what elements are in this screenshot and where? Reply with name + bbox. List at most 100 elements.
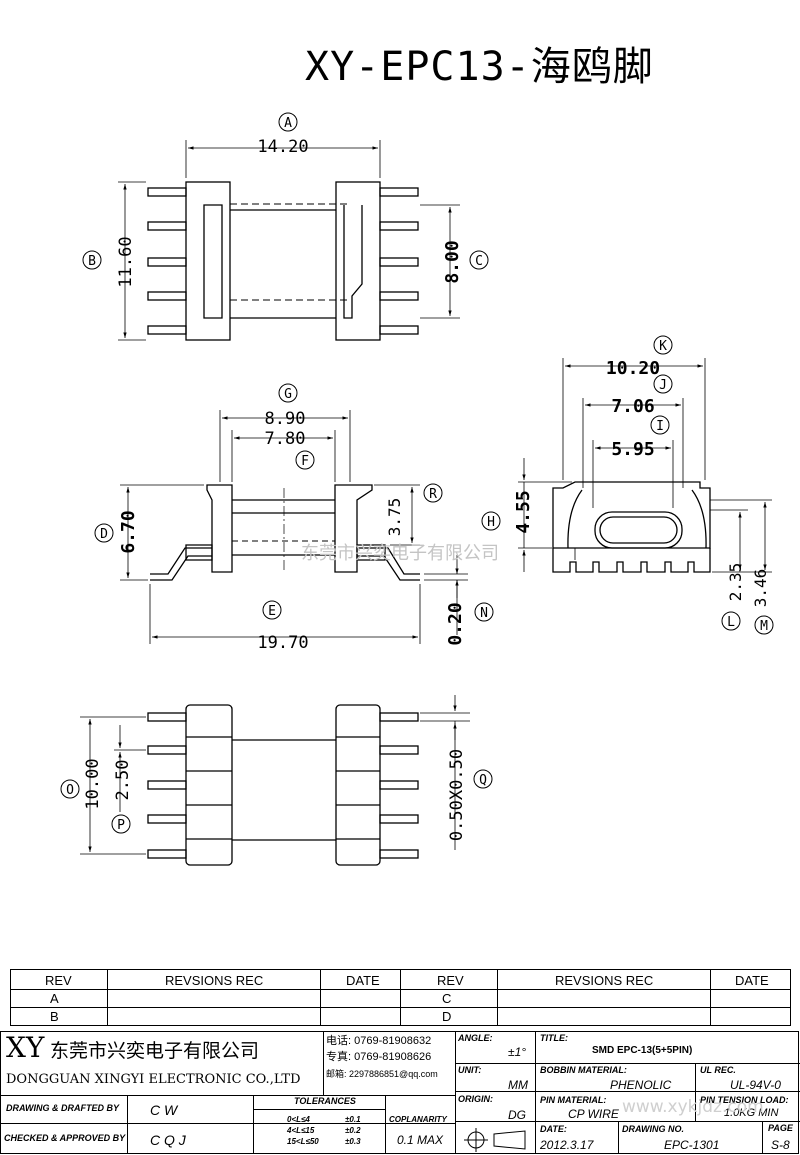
dim-letter: O xyxy=(66,783,74,798)
dim-value: 3.75 xyxy=(385,498,404,537)
angle-label: ANGLE: xyxy=(458,1033,493,1043)
rev-header: REV xyxy=(437,973,464,988)
dim-letter: D xyxy=(100,527,108,542)
dim-letter: H xyxy=(487,515,495,530)
dim-letter: B xyxy=(88,254,96,269)
title-label: TITLE: xyxy=(540,1033,568,1043)
dim-letter: C xyxy=(475,254,483,269)
date-header: DATE xyxy=(735,973,769,988)
rev-header: REV xyxy=(45,973,72,988)
watermark: 东莞市兴奕电子有限公司 xyxy=(301,543,499,564)
unit-label: UNIT: xyxy=(458,1065,482,1075)
ul-rec-label: UL REC. xyxy=(700,1065,736,1075)
dim-value: 19.70 xyxy=(257,633,308,653)
pin xyxy=(379,325,419,335)
dim-value: 10.20 xyxy=(606,358,660,379)
dim-letter: N xyxy=(480,606,488,621)
rev-cell: C xyxy=(442,991,452,1006)
rev-cell: D xyxy=(442,1009,452,1024)
title-value: SMD EPC-13(5+5PIN) xyxy=(592,1045,693,1056)
website-watermark: www.xykjdz.com xyxy=(622,1097,764,1117)
drawing-by-value: C W xyxy=(150,1102,178,1118)
date-header: DATE xyxy=(346,973,380,988)
dim-letter: P xyxy=(117,818,125,833)
coplanarity-value: 0.1 MAX xyxy=(397,1133,444,1147)
drawing-no-value: EPC-1301 xyxy=(664,1138,720,1152)
drawing-by-label: DRAWING & DRAFTED BY xyxy=(6,1103,119,1113)
tolerance-range: 4<L≤15 xyxy=(287,1126,315,1135)
side-view xyxy=(552,481,711,573)
pin xyxy=(379,257,419,267)
dim-value: 0.20 xyxy=(445,602,466,645)
tolerance-value: ±0.3 xyxy=(345,1137,361,1146)
origin-value: DG xyxy=(508,1108,526,1122)
pin xyxy=(379,221,419,231)
dim-value: 6.70 xyxy=(118,510,139,553)
drawing-title: XY-EPC13-海鸥脚 xyxy=(305,44,654,90)
company-logo: XY xyxy=(6,1031,45,1064)
unit-value: MM xyxy=(508,1078,528,1092)
dim-letter: G xyxy=(284,387,292,402)
front-view xyxy=(150,484,420,581)
rev-cell: A xyxy=(50,991,59,1006)
dim-value: 4.55 xyxy=(513,490,534,533)
technical-drawing: A 14.20 B 11.60 C 8.00 xyxy=(60,112,774,866)
dim-value: 7.80 xyxy=(265,429,306,449)
page-value: S-8 xyxy=(771,1138,790,1152)
revisions-header: REVSIONS REC xyxy=(555,973,654,988)
dim-value: 5.95 xyxy=(611,439,654,460)
tolerance-range: 0<L≤4 xyxy=(287,1115,310,1124)
dim-value: 10.00 xyxy=(83,758,103,809)
dim-letter: A xyxy=(284,116,292,131)
pin xyxy=(147,325,187,335)
pin xyxy=(379,187,419,197)
checked-by-value: C Q J xyxy=(150,1132,186,1148)
pin xyxy=(147,221,187,231)
dim-value: 14.20 xyxy=(257,137,308,157)
dim-value: 8.00 xyxy=(442,240,463,283)
ul-rec-value: UL-94V-0 xyxy=(730,1078,781,1092)
email: 邮箱: 2297886851@qq.com xyxy=(326,1069,438,1079)
date-value: 2012.3.17 xyxy=(540,1138,594,1152)
title-block xyxy=(0,1031,800,1154)
dim-letter: F xyxy=(301,454,309,469)
pin xyxy=(379,291,419,301)
date-label: DATE: xyxy=(540,1124,567,1134)
revision-table xyxy=(10,969,791,1026)
dim-letter: I xyxy=(656,419,664,434)
pin-tension-value: 1.0KG MIN xyxy=(724,1107,779,1119)
pin xyxy=(147,257,187,267)
company-name-cn: 东莞市兴奕电子有限公司 xyxy=(50,1040,260,1062)
dim-letter: E xyxy=(268,604,276,619)
tolerance-value: ±0.1 xyxy=(345,1115,361,1124)
drawing-no-label: DRAWING NO. xyxy=(622,1124,684,1134)
pin xyxy=(147,187,187,197)
checked-by-label: CHECKED & APPROVED BY xyxy=(4,1133,126,1143)
tolerance-value: ±0.2 xyxy=(345,1126,361,1135)
dim-letter: R xyxy=(429,487,437,502)
dim-value: 0.50X0.50 xyxy=(447,749,467,841)
pin-tension-label: PIN TENSION LOAD: xyxy=(700,1095,789,1105)
pin-material-value: CP WIRE xyxy=(568,1107,619,1121)
dim-value: 2.35 xyxy=(726,563,745,602)
rev-cell: B xyxy=(50,1009,59,1024)
bobbin-material-value: PHENOLIC xyxy=(610,1078,672,1092)
origin-label: ORIGIN: xyxy=(458,1094,493,1104)
bobbin-material-label: BOBBIN MATERIAL: xyxy=(540,1065,627,1075)
dim-value: 11.60 xyxy=(116,236,136,287)
angle-value: ±1° xyxy=(508,1045,527,1059)
company-name-en: DONGGUAN XINGYI ELECTRONIC CO.,LTD xyxy=(6,1072,301,1087)
dim-letter: Q xyxy=(479,773,487,788)
revisions-header: REVSIONS REC xyxy=(165,973,264,988)
coplanarity-label: COPLANARITY xyxy=(389,1115,447,1124)
dim-value: 2.50 xyxy=(113,760,133,801)
dim-value: 8.90 xyxy=(265,409,306,429)
dim-letter: J xyxy=(659,378,667,393)
dim-value: 7.06 xyxy=(611,396,654,417)
pin-material-label: PIN MATERIAL: xyxy=(540,1095,607,1105)
page-label: PAGE xyxy=(768,1123,793,1133)
tolerance-range: 15<L≤50 xyxy=(287,1137,319,1146)
tolerances-label: TOLERANCES xyxy=(294,1096,356,1106)
pin xyxy=(147,291,187,301)
